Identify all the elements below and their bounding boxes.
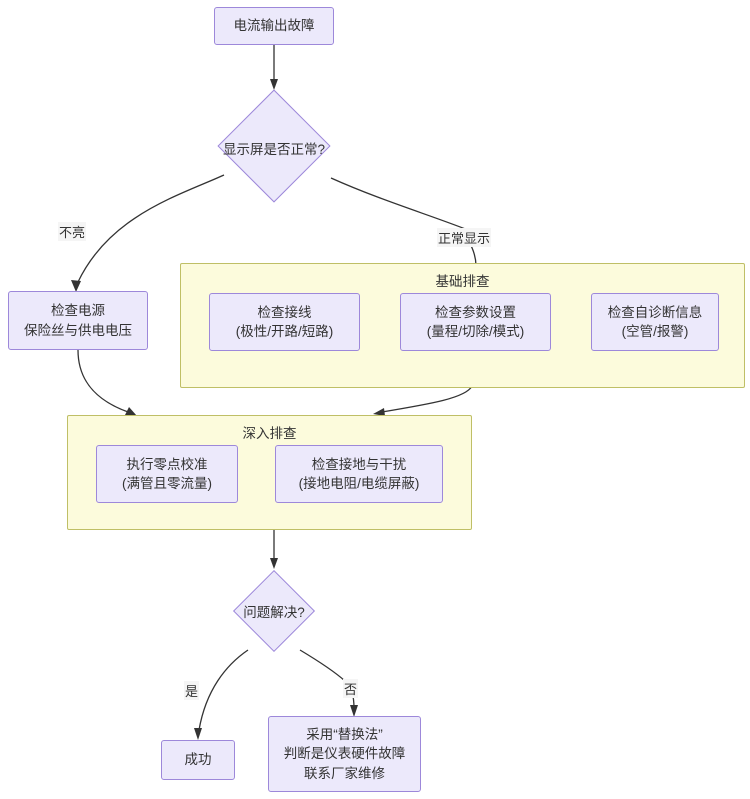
node-check-selfdiag-line-2: (空管/报警) [621, 324, 689, 339]
arrowhead-deep-to-solved [270, 558, 278, 569]
node-decision-display[interactable]: 显示屏是否正常? [208, 89, 340, 203]
edge-label-solved-no: 否 [343, 679, 359, 698]
node-check-selfdiag-line-1: 检查自诊断信息 [607, 304, 703, 320]
node-check-power-line-1: 检查电源 [51, 303, 105, 319]
node-check-params-line-2: (量程/切除/模式) [426, 324, 525, 339]
edge-power-to-deep [77, 349, 129, 413]
node-zero-calibration-line-2: (满管且零流量) [122, 476, 212, 491]
node-success[interactable]: 成功 [161, 740, 235, 780]
node-replacement-line-1: 采用“替换法” [306, 727, 383, 743]
node-check-ground-line-2: (接地电阻/电缆屏蔽) [298, 476, 420, 491]
cluster-basic-check-title: 基础排查 [435, 274, 490, 289]
node-check-power-line-2: 保险丝与供电电压 [24, 322, 132, 338]
node-zero-calibration-line-1: 执行零点校准 [126, 456, 208, 472]
node-replacement-line-2: 判断是仪表硬件故障 [283, 746, 406, 762]
node-check-selfdiag[interactable]: 检查自诊断信息 (空管/报警) [591, 293, 719, 351]
edge-label-solved-yes: 是 [184, 681, 200, 700]
node-start[interactable]: 电流输出故障 [214, 7, 334, 45]
node-check-wiring[interactable]: 检查接线 (极性/开路/短路) [209, 293, 360, 351]
node-check-params-line-1: 检查参数设置 [435, 304, 516, 320]
node-success-line-1: 成功 [184, 752, 212, 768]
arrowhead-start-to-display [270, 79, 278, 90]
cluster-deep-check-title: 深入排查 [242, 426, 297, 441]
edge-label-display-off: 不亮 [58, 222, 87, 241]
edge-solved-to-replacement [299, 649, 346, 682]
node-decision-solved[interactable]: 问题解决? [219, 569, 329, 653]
node-check-wiring-line-1: 检查接线 [257, 304, 312, 320]
node-check-ground[interactable]: 检查接地与干扰 (接地电阻/电缆屏蔽) [275, 445, 443, 503]
edge-basic-to-deep [381, 385, 473, 413]
arrowhead-solved-to-success [194, 728, 202, 740]
node-replacement[interactable]: 采用“替换法” 判断是仪表硬件故障 联系厂家维修 [268, 716, 421, 792]
node-replacement-line-3: 联系厂家维修 [304, 765, 385, 781]
node-check-ground-line-1: 检查接地与干扰 [311, 456, 407, 472]
edge-display-to-basic [330, 177, 469, 231]
node-check-wiring-line-2: (极性/开路/短路) [235, 324, 334, 339]
node-check-params[interactable]: 检查参数设置 (量程/切除/模式) [400, 293, 551, 351]
node-check-power[interactable]: 检查电源 保险丝与供电电压 [8, 291, 148, 350]
node-start-line-1: 电流输出故障 [233, 18, 315, 34]
edge-label-display-normal: 正常显示 [437, 228, 492, 247]
decision-solved-label: 问题解决? [243, 605, 305, 620]
node-zero-calibration[interactable]: 执行零点校准 (满管且零流量) [96, 445, 238, 503]
edge-solved-to-success [198, 649, 249, 731]
decision-display-label: 显示屏是否正常? [222, 141, 326, 157]
